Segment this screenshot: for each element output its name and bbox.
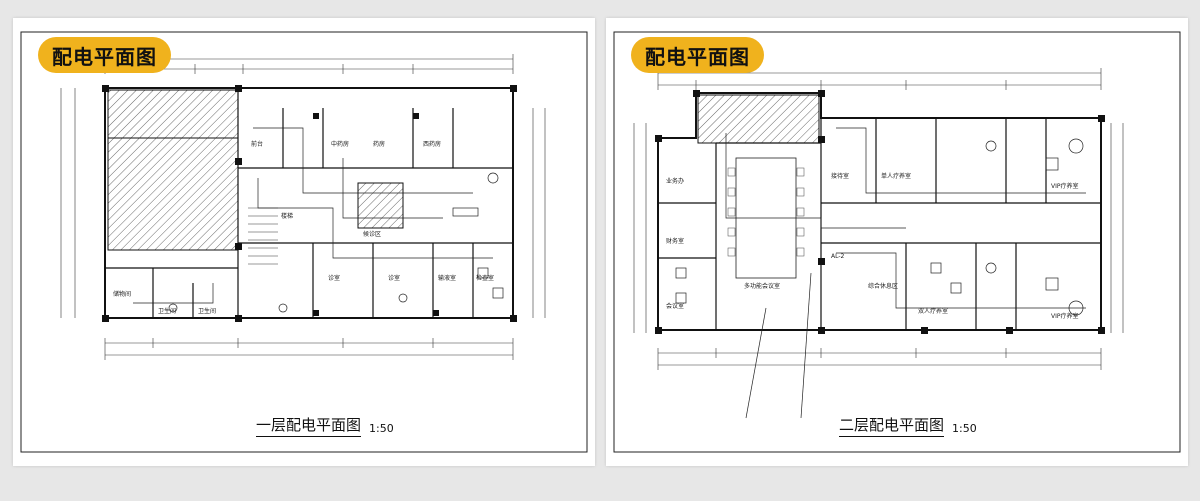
outer-walls (104, 87, 514, 319)
room-label: 前台 (251, 140, 263, 148)
room-label: 财务室 (666, 237, 684, 245)
drawing-caption: 二层配电平面图 1:50 (839, 414, 977, 437)
room-label: AL-2 (831, 253, 845, 260)
stairs (248, 207, 278, 265)
room-label: 楼梯 (281, 212, 293, 220)
room-label: VIP疗养室 (1051, 312, 1079, 320)
room-label: 接待室 (831, 172, 849, 180)
room-label: 卫生间 (158, 307, 176, 315)
wiring (725, 127, 1086, 419)
room-label: 药房 (373, 140, 385, 148)
caption-scale: 1:50 (369, 422, 394, 435)
room-label: 双人疗养室 (918, 307, 948, 315)
floor-plan-panel-2: 业务办 会议室 多功能会议室 综合休息区 接待室 单人疗养室 双人疗养室 VIP… (606, 18, 1188, 466)
floor-plan-panel-1: 前台 中药房 药房 西药房 诊室 诊室 输液室 候诊区 检查室 卫生间 卫生间 … (13, 18, 595, 466)
room-label: 会议室 (666, 302, 684, 310)
drawing-frame (613, 31, 1181, 453)
wiring (133, 127, 493, 304)
room-label: 检查室 (476, 274, 494, 282)
bottom-dimensions (657, 348, 1102, 370)
hatched-void (697, 94, 820, 144)
floor-plan-drawing-2: 业务办 会议室 多功能会议室 综合休息区 接待室 单人疗养室 双人疗养室 VIP… (613, 31, 1181, 453)
room-label: 卫生间 (198, 307, 216, 315)
caption-title: 二层配电平面图 (839, 414, 945, 437)
room-label: 候诊区 (363, 230, 381, 238)
room-label: 诊室 (388, 274, 400, 282)
drawing-caption: 一层配电平面图 1:50 (256, 414, 394, 437)
room-label: 业务办 (666, 177, 684, 185)
hatched-void (107, 89, 239, 251)
room-label: 诊室 (328, 274, 340, 282)
columns (102, 85, 517, 322)
bottom-dimensions (104, 338, 514, 360)
room-label: 输液室 (438, 274, 456, 282)
room-label: 综合休息区 (868, 282, 898, 290)
floor-plan-badge: 配电平面图 (631, 37, 764, 73)
columns (655, 90, 1105, 334)
room-label: 西药房 (423, 140, 441, 148)
room-label: 中药房 (331, 140, 349, 148)
room-label: 储物间 (113, 290, 131, 298)
caption-scale: 1:50 (952, 422, 977, 435)
room-label: 多功能会议室 (744, 282, 780, 290)
top-dimensions (104, 54, 514, 74)
floor-plan-drawing-1: 前台 中药房 药房 西药房 诊室 诊室 输液室 候诊区 检查室 卫生间 卫生间 … (20, 31, 588, 453)
room-label: VIP疗养室 (1051, 182, 1079, 190)
top-dimensions (657, 68, 1102, 90)
room-label: 单人疗养室 (881, 172, 911, 180)
caption-title: 一层配电平面图 (256, 414, 362, 437)
floor-plan-badge: 配电平面图 (38, 37, 171, 73)
drawing-frame (20, 31, 588, 453)
